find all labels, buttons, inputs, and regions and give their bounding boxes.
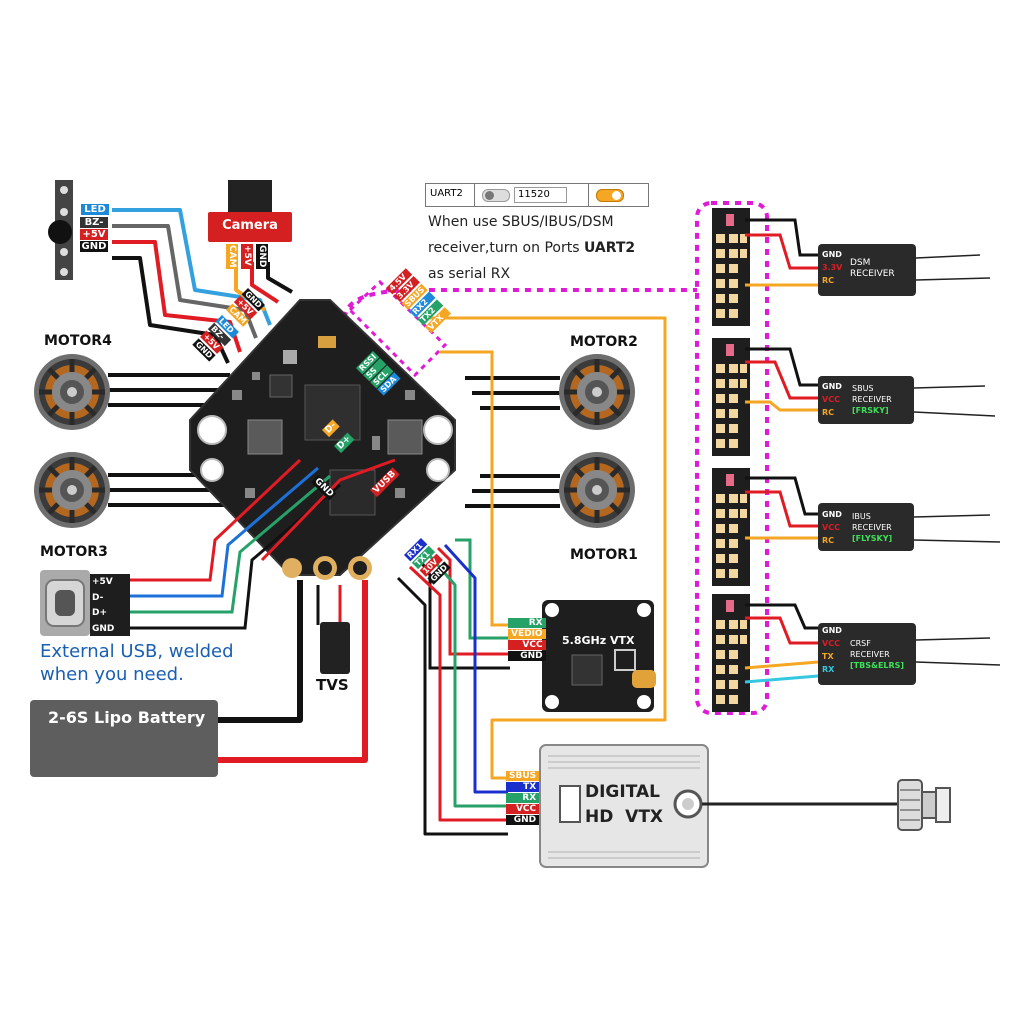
digital-vtx-pins: SBUS TX RX VCC GND xyxy=(506,771,540,825)
usb-pin-labels: +5V D- D+ GND xyxy=(92,577,115,634)
camera-label-box xyxy=(208,212,292,242)
ibus-receiver xyxy=(818,503,914,551)
battery-label: 2-6S Lipo Battery xyxy=(48,708,206,727)
ibus-receiver-label: IBUS RECEIVER [FLYSKY] xyxy=(852,512,893,543)
motor4 xyxy=(34,354,110,430)
toggle-on-icon[interactable] xyxy=(596,189,624,202)
note-line-3: as serial RX xyxy=(428,266,511,282)
analog-vtx-pins: RX VEDIO VCC GND xyxy=(508,618,546,661)
camera-pin-labels: CAM +5V GND xyxy=(226,244,268,269)
motor2-label: MOTOR2 xyxy=(570,334,638,350)
crsf-receiver xyxy=(818,623,916,685)
camera-pin-gnd: GND xyxy=(256,244,268,269)
motor4-label: MOTOR4 xyxy=(44,333,112,349)
buzzer-pin-led: LED xyxy=(80,203,110,216)
sbus-receiver xyxy=(818,376,914,424)
motor1-label: MOTOR1 xyxy=(570,547,638,563)
buzzer-pin-5v: +5V xyxy=(80,229,108,240)
ibus-receiver-pins: GND VCC RC xyxy=(822,510,842,545)
lipo-battery xyxy=(30,700,218,777)
baud-input[interactable]: 11520 xyxy=(514,187,567,203)
receiver-board-ibus xyxy=(712,468,750,586)
camera-body xyxy=(228,180,272,212)
camera-pin-5v: +5V xyxy=(241,244,253,269)
uart-port-label: UART2 xyxy=(430,188,463,199)
motor2 xyxy=(559,354,635,430)
receiver-board-crsf xyxy=(712,594,750,712)
uart-config-panel: UART2 11520 xyxy=(425,183,649,207)
toggle-off-icon[interactable] xyxy=(482,189,510,202)
uart2-pad-outline xyxy=(347,279,448,378)
camera-pin-cam: CAM xyxy=(226,244,238,269)
crsf-receiver-pins: GND VCC TX RX xyxy=(822,626,842,674)
buzzer-pin-bz: BZ- xyxy=(80,217,108,228)
digital-vtx-title-1: DIGITAL xyxy=(585,782,660,802)
motor3 xyxy=(34,452,110,528)
sbus-receiver-pins: GND VCC RC xyxy=(822,382,842,417)
uart-note: When use SBUS/IBUS/DSM receiver,turn on … xyxy=(428,209,688,287)
motor3-label: MOTOR3 xyxy=(40,544,108,560)
analog-vtx-title: 5.8GHz VTX xyxy=(562,634,635,647)
digital-vtx-unit xyxy=(539,744,709,868)
sbus-receiver-label: SBUS RECEIVER [FRSKY] xyxy=(852,384,892,415)
flight-controller-board xyxy=(189,299,456,580)
motor1 xyxy=(559,452,635,528)
buzzer-icon xyxy=(48,220,72,244)
dsm-receiver-pins: GND 3.3V RC xyxy=(822,250,843,285)
crsf-receiver-label: CRSF RECEIVER [TBS&ELRS] xyxy=(850,639,905,670)
receiver-group-outline xyxy=(695,201,769,715)
buzzer-pin-gnd: GND xyxy=(80,241,108,252)
dsm-receiver-label: DSM RECEIVER xyxy=(850,258,895,279)
usb-note: External USB, welded when you need. xyxy=(40,641,234,685)
tvs-label: TVS xyxy=(316,676,349,694)
camera-title: Camera xyxy=(222,218,278,233)
note-line-2: receiver,turn on Ports UART2 xyxy=(428,240,636,256)
receiver-board-sbus xyxy=(712,338,750,456)
tvs-capacitor xyxy=(320,622,350,674)
antenna-connector-icon xyxy=(897,779,951,831)
note-line-1: When use SBUS/IBUS/DSM xyxy=(428,214,614,230)
buzzer-pin-labels: LED BZ- +5V GND xyxy=(80,203,110,252)
digital-vtx-title-2: HD VTX xyxy=(585,807,664,827)
dsm-receiver xyxy=(818,244,916,296)
receiver-board-dsm xyxy=(712,208,750,326)
